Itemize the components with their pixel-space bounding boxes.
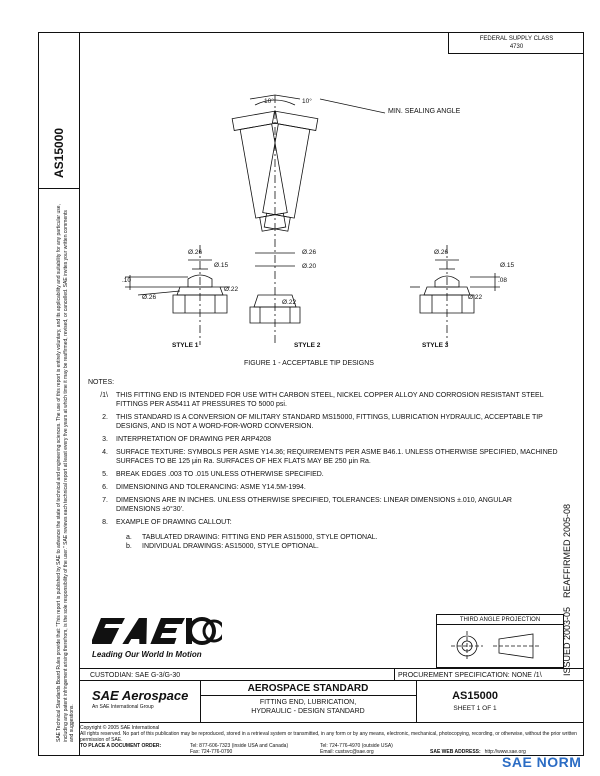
- federal-supply-class-value: 4730: [509, 44, 524, 50]
- sheet-number: SHEET 1 OF 1: [453, 705, 497, 712]
- projection-title: THIRD ANGLE PROJECTION: [437, 615, 563, 625]
- note-text: BREAK EDGES .003 TO .015 UNLESS OTHERWIS…: [116, 471, 324, 478]
- style3-d015: Ø.15: [500, 262, 515, 269]
- note-item: 7. DIMENSIONS ARE IN INCHES. UNLESS OTHER…: [88, 496, 558, 514]
- style1-d022: Ø.22: [224, 286, 239, 293]
- aerospace-standard-title: AEROSPACE STANDARD: [247, 683, 369, 694]
- note-text: THIS STANDARD IS A CONVERSION OF MILITAR…: [116, 414, 543, 430]
- custodian-divider: [394, 668, 395, 680]
- titleblock-line-2: [80, 680, 584, 681]
- note-item: /1\ THIS FITTING END IS INTENDED FOR USE …: [88, 391, 558, 409]
- sae-100-logo: [92, 617, 222, 645]
- note-text: THIS FITTING END IS INTENDED FOR USE WIT…: [116, 392, 544, 408]
- style1-label: STYLE 1: [172, 342, 199, 349]
- note-num: /1\: [100, 392, 108, 399]
- titleblock-divider-2: [416, 680, 417, 722]
- note-subitem: b. INDIVIDUAL DRAWINGS: AS15000, STYLE OP…: [88, 542, 558, 551]
- titleblock-line-3: [200, 695, 416, 696]
- left-strip: [38, 32, 80, 756]
- style1-d026: Ø.26: [142, 294, 157, 301]
- left-strip-divider: [38, 188, 80, 189]
- note-text: SURFACE TEXTURE: SYMBOLS PER ASME Y14.36…: [116, 449, 558, 465]
- note-num: 2.: [102, 414, 108, 421]
- doc-id-vertical: AS15000: [52, 127, 66, 178]
- titleblock-top-line: [80, 668, 584, 669]
- style2-d026: Ø.26: [302, 249, 317, 256]
- note-text: DIMENSIONING AND TOLERANCING: ASME Y14.5…: [116, 484, 306, 491]
- web-address[interactable]: http://www.sae.org: [484, 749, 526, 755]
- note-text: EXAMPLE OF DRAWING CALLOUT:: [116, 519, 232, 526]
- angle-right-label: 10°: [302, 98, 312, 105]
- titleblock-bottom-line: [80, 722, 584, 723]
- subitem-text: TABULATED DRAWING: FITTING END PER AS150…: [142, 534, 378, 541]
- note-text: DIMENSIONS ARE IN INCHES. UNLESS OTHERWI…: [116, 497, 512, 513]
- note-text: INTERPRETATION OF DRAWING PER ARP4208: [116, 436, 272, 443]
- style1-d010: .10: [122, 277, 132, 284]
- title-line-1: FITTING END, LUBRICATION,: [259, 699, 357, 706]
- drawing-frame: [38, 32, 584, 756]
- style3-d008: .08: [498, 277, 508, 284]
- custodian: CUSTODIAN: SAE G-3/G-30: [90, 672, 181, 679]
- tel-inside: Tel: 877-606-7323 (inside USA and Canada…: [190, 743, 289, 749]
- federal-supply-class-label: FEDERAL SUPPLY CLASS: [479, 36, 554, 42]
- procurement-spec: PROCUREMENT SPECIFICATION: NONE /1\: [398, 672, 542, 679]
- copyright: Copyright © 2005 SAE International: [80, 725, 160, 731]
- third-angle-projection: THIRD ANGLE PROJECTION: [436, 614, 564, 668]
- note-num: 8.: [102, 519, 108, 526]
- style2-d020: Ø.20: [302, 263, 317, 270]
- projection-symbol-icon: [451, 631, 539, 661]
- sae-norm-watermark: SAE NORM: [502, 754, 582, 770]
- fax: Fax: 724-776-0790: [190, 749, 233, 755]
- note-num: 6.: [102, 484, 108, 491]
- note-item: 3. INTERPRETATION OF DRAWING PER ARP4208: [88, 435, 558, 444]
- note-item: 6. DIMENSIONING AND TOLERANCING: ASME Y14…: [88, 483, 558, 492]
- style1-d015: Ø.15: [214, 262, 229, 269]
- note-item: 5. BREAK EDGES .003 TO .015 UNLESS OTHERW…: [88, 470, 558, 479]
- tip-designs-drawing: [125, 94, 500, 345]
- note-item: 8. EXAMPLE OF DRAWING CALLOUT:: [88, 518, 558, 527]
- style3-d022: Ø.22: [468, 294, 483, 301]
- reaffirmed-stamp: REAFFIRMED 2005-08: [562, 503, 572, 598]
- subitem-letter: b.: [126, 543, 132, 550]
- note-item: 2. THIS STANDARD IS A CONVERSION OF MILIT…: [88, 413, 558, 431]
- email: Email: custsvc@sae.org: [320, 749, 374, 755]
- note-num: 5.: [102, 471, 108, 478]
- footer: Copyright © 2005 SAE International All r…: [80, 725, 584, 755]
- note-num: 7.: [102, 497, 108, 504]
- angle-left-label: 10°: [264, 98, 274, 105]
- titleblock-divider-1: [200, 680, 201, 722]
- style3-label: STYLE 3: [422, 342, 449, 349]
- style3-d026: Ø.26: [434, 249, 449, 256]
- tel-outside: Tel: 724-776-4970 (outside USA): [320, 743, 393, 749]
- rights-notice: All rights reserved. No part of this pub…: [80, 731, 577, 743]
- web-label: SAE WEB ADDRESS:: [430, 749, 481, 755]
- order-label: TO PLACE A DOCUMENT ORDER:: [80, 743, 162, 749]
- legal-notice-text: SAE Technical Standards Board Rules prov…: [56, 204, 75, 742]
- note-num: 4.: [102, 449, 108, 456]
- note-num: 3.: [102, 436, 108, 443]
- doc-number: AS15000: [452, 690, 498, 702]
- figure-caption: FIGURE 1 - ACCEPTABLE TIP DESIGNS: [244, 360, 374, 367]
- sae-aerospace-logo: SAE Aerospace: [92, 688, 189, 703]
- style2-label: STYLE 2: [294, 342, 321, 349]
- subitem-letter: a.: [126, 534, 132, 541]
- title-line-2: HYDRAULIC - DESIGN STANDARD: [251, 708, 365, 715]
- federal-supply-class-box: FEDERAL SUPPLY CLASS 4730: [448, 32, 584, 54]
- sae-tagline: Leading Our World In Motion: [92, 650, 202, 659]
- style2-d022: Ø.22: [282, 299, 297, 306]
- note-item: 4. SURFACE TEXTURE: SYMBOLS PER ASME Y14.…: [88, 448, 558, 466]
- notes-section: NOTES: /1\ THIS FITTING END IS INTENDED F…: [88, 378, 558, 551]
- note-subitem: a. TABULATED DRAWING: FITTING END PER AS1…: [88, 533, 558, 542]
- style1-d026-top: Ø.26: [188, 249, 203, 256]
- order-row: TO PLACE A DOCUMENT ORDER: Tel: 877-606-…: [80, 743, 584, 749]
- min-sealing-angle-label: MIN. SEALING ANGLE: [388, 108, 461, 115]
- subitem-text: INDIVIDUAL DRAWINGS: AS15000, STYLE OPTI…: [142, 543, 319, 550]
- sae-aerospace-sub: An SAE International Group: [92, 704, 154, 710]
- notes-heading: NOTES:: [88, 379, 115, 386]
- legal-notice: SAE Technical Standards Board Rules prov…: [56, 202, 76, 742]
- contact-row: Fax: 724-776-0790 Email: custsvc@sae.org…: [80, 749, 584, 755]
